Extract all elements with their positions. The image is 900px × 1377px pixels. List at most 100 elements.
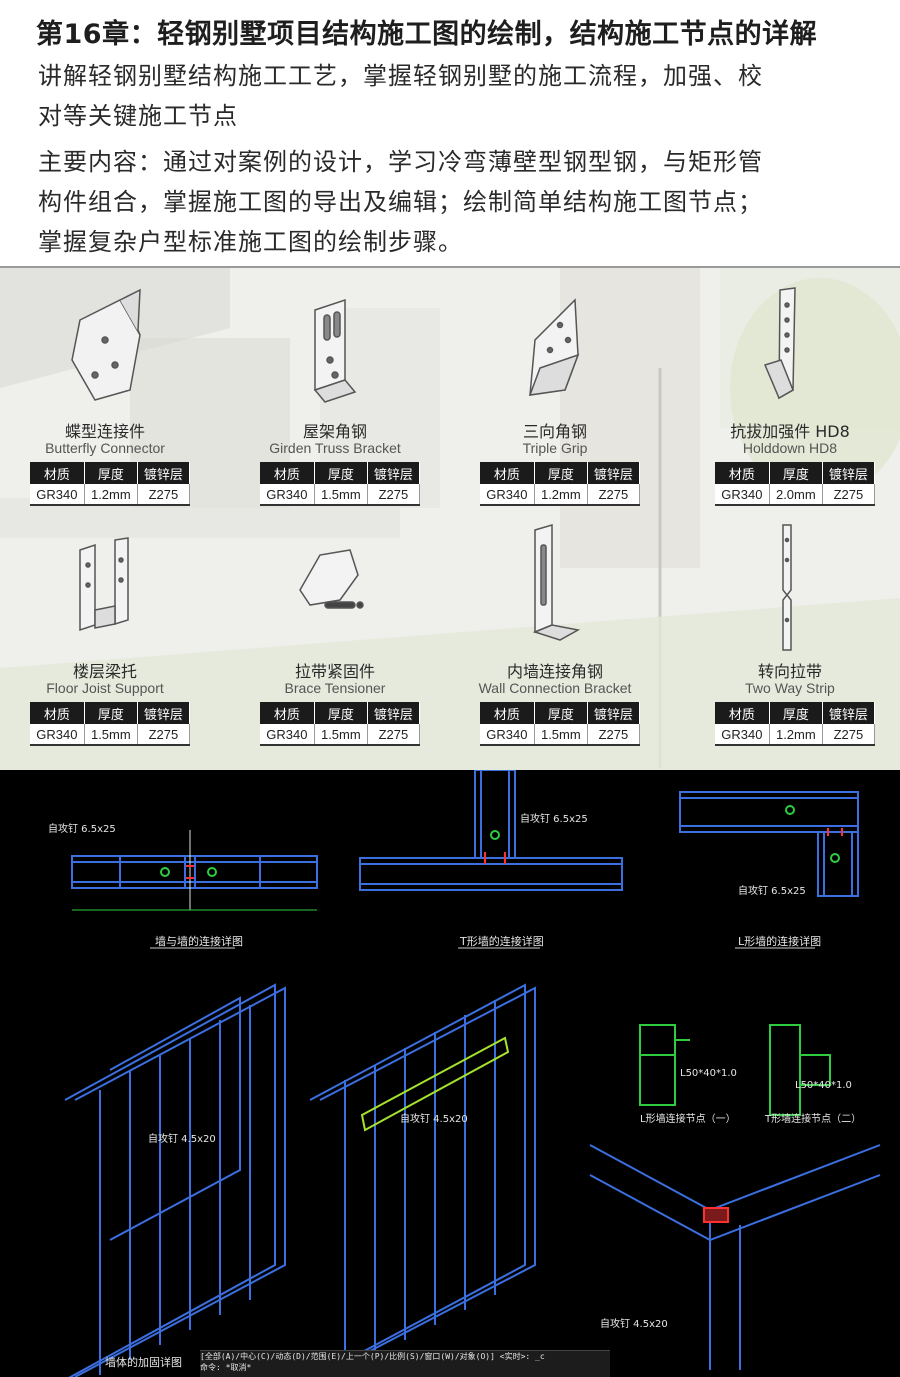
annotation-screw-3: 自攻钉 6.5x25 xyxy=(738,886,806,897)
product-name-cn: 内墙连接角钢 xyxy=(506,662,603,681)
content-line: 掌握复杂户型标准施工图的绘制步骤。 xyxy=(38,228,463,256)
spec-zinc: Z275 xyxy=(822,724,876,746)
caption-l-wall: L形墙的连接详图 xyxy=(738,935,822,948)
spec-header: 厚度 xyxy=(314,702,368,724)
spec-header: 镀锌层 xyxy=(137,462,191,484)
spec-header: 厚度 xyxy=(314,462,368,484)
spec-zinc: Z275 xyxy=(587,484,641,506)
butterfly-connector-image xyxy=(71,288,141,401)
product-name-cn: 屋架角钢 xyxy=(302,422,367,441)
annotation-screw-2: 自攻钉 6.5x25 xyxy=(520,814,588,825)
house-background-illustration xyxy=(0,268,900,770)
spec-header: 厚度 xyxy=(84,462,138,484)
spec-header: 镀锌层 xyxy=(137,702,191,724)
spec-header: 材质 xyxy=(30,462,85,484)
product-name-cn: 拉带紧固件 xyxy=(294,662,375,681)
spec-header: 镀锌层 xyxy=(367,702,421,724)
product-card-wall-connection-bracket: 内墙连接角钢 Wall Connection Bracket 材质厚度镀锌层 G… xyxy=(460,520,650,760)
command-status: 命令: *取消* xyxy=(200,1363,252,1372)
spec-material: GR340 xyxy=(260,484,315,506)
product-name-cn: 三向角钢 xyxy=(522,422,587,441)
product-name-en: Brace Tensioner xyxy=(284,680,386,696)
triple-grip-image xyxy=(528,298,580,396)
spec-header: 镀锌层 xyxy=(587,462,641,484)
spec-material: GR340 xyxy=(480,484,535,506)
chapter-content: 主要内容：通过对案例的设计，学习冷弯薄壁型钢型钢，与矩形管 构件组合，掌握施工图… xyxy=(38,142,763,262)
spec-thickness: 1.5mm xyxy=(84,724,138,746)
t-wall-detail xyxy=(359,770,623,891)
spec-material: GR340 xyxy=(715,484,770,506)
spec-header: 材质 xyxy=(715,702,770,724)
spec-header: 材质 xyxy=(480,462,535,484)
t-node-detail xyxy=(769,1024,831,1116)
l-wall-detail xyxy=(679,791,859,897)
spec-zinc: Z275 xyxy=(367,724,421,746)
product-name-cn: 转向拉带 xyxy=(757,662,822,681)
spec-thickness: 1.5mm xyxy=(314,484,368,506)
floor-joist-support-image xyxy=(79,537,129,632)
caption-t-node: T形墙连接节点（二） xyxy=(765,1114,862,1125)
two-way-strip-image xyxy=(782,524,792,651)
chapter-title: 第16章：轻钢别墅项目结构施工图的绘制，结构施工节点的详解 xyxy=(36,19,818,50)
l-node-detail xyxy=(639,1024,690,1106)
annotation-screw-4: 自攻钉 4.5x20 xyxy=(148,1134,216,1145)
spec-header: 镀锌层 xyxy=(367,462,421,484)
annotation-screw-6: 自攻钉 4.5x20 xyxy=(600,1319,668,1330)
spec-zinc: Z275 xyxy=(822,484,876,506)
product-name-en: Two Way Strip xyxy=(745,680,835,696)
product-name-en: Wall Connection Bracket xyxy=(478,680,632,696)
spec-thickness: 1.5mm xyxy=(314,724,368,746)
cad-drawing-panel: 自攻钉 6.5x25 自攻钉 6.5x25 自攻钉 6.5x25 自攻钉 4.5… xyxy=(0,770,900,1377)
product-name-en: Girden Truss Bracket xyxy=(269,440,401,456)
spec-header: 厚度 xyxy=(84,702,138,724)
spec-header: 材质 xyxy=(260,702,315,724)
spec-thickness: 1.2mm xyxy=(534,484,588,506)
angle-label-2: L50*40*1.0 xyxy=(795,1080,852,1091)
holddown-hd8-image xyxy=(763,287,796,400)
girden-truss-bracket-image xyxy=(313,298,357,403)
spec-header: 镀锌层 xyxy=(822,702,876,724)
spec-header: 厚度 xyxy=(769,462,823,484)
cad-command-line[interactable]: [全部(A)/中心(C)/动态(D)/范围(E)/上一个(P)/比例(S)/窗口… xyxy=(200,1350,610,1377)
product-name-en: Triple Grip xyxy=(522,440,588,456)
product-name-en: Floor Joist Support xyxy=(46,680,164,696)
spec-zinc: Z275 xyxy=(137,724,191,746)
spec-material: GR340 xyxy=(30,484,85,506)
spec-header: 材质 xyxy=(715,462,770,484)
chapter-intro: 讲解轻钢别墅结构施工工艺，掌握轻钢别墅的施工流程，加强、校 对等关键施工节点 xyxy=(38,56,763,136)
product-name-cn: 抗拔加强件 HD8 xyxy=(730,422,850,441)
spec-header: 镀锌层 xyxy=(587,702,641,724)
section-divider xyxy=(0,266,900,268)
spec-header: 材质 xyxy=(30,702,85,724)
intro-line: 讲解轻钢别墅结构施工工艺，掌握轻钢别墅的施工流程，加强、校 xyxy=(38,62,763,90)
wall-to-wall-detail xyxy=(71,830,318,911)
spec-material: GR340 xyxy=(715,724,770,746)
angle-label-1: L50*40*1.0 xyxy=(680,1068,737,1079)
spec-material: GR340 xyxy=(480,724,535,746)
spec-zinc: Z275 xyxy=(587,724,641,746)
spec-header: 厚度 xyxy=(769,702,823,724)
spec-header: 镀锌层 xyxy=(822,462,876,484)
annotation-screw-1: 自攻钉 6.5x25 xyxy=(48,824,116,835)
wall-reinforcement-iso-2 xyxy=(309,983,536,1377)
corner-frame-iso xyxy=(589,1144,881,1370)
caption-t-wall: T形墙的连接详图 xyxy=(460,935,544,948)
intro-line: 对等关键施工节点 xyxy=(38,102,238,130)
content-line: 主要内容：通过对案例的设计，学习冷弯薄壁型钢型钢，与矩形管 xyxy=(38,148,763,176)
spec-thickness: 1.2mm xyxy=(84,484,138,506)
caption-l-node: L形墙连接节点（一） xyxy=(640,1114,736,1125)
brace-tensioner-image xyxy=(299,549,364,609)
